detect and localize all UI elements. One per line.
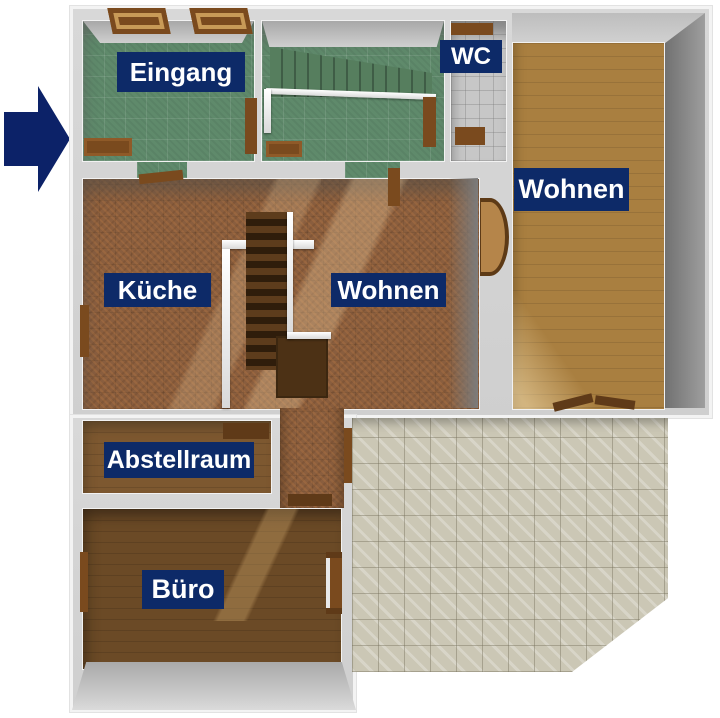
eingang-side-door-icon	[245, 98, 257, 154]
wc-shelf-icon	[451, 23, 493, 35]
doorway-to-stairhall	[345, 162, 400, 178]
stairwell-railing-vertical	[287, 212, 293, 338]
kueche-west-window-icon	[80, 305, 89, 357]
eingang-window-icon	[107, 8, 171, 34]
room-wohnen-right	[512, 42, 665, 412]
terrace-door-leaf-icon	[552, 393, 594, 412]
stairhall-shelf-icon	[423, 97, 436, 147]
stairhall-door-icon	[266, 141, 302, 157]
buero-south-wall	[72, 662, 356, 710]
door-leaf-icon	[388, 168, 400, 206]
room-label-kueche: Küche	[104, 273, 211, 307]
stairhall-north-wall	[262, 21, 444, 47]
terrace	[352, 418, 668, 672]
room-label-wc: WC	[440, 40, 502, 73]
wohnen-right-east-wall	[663, 13, 705, 408]
buero-door-icon	[326, 552, 342, 614]
mid-band-east-wall	[448, 178, 478, 408]
stairwell-landing	[276, 336, 328, 398]
room-label-abstellraum: Abstellraum	[104, 442, 254, 478]
abstellraum-cabinet-icon	[223, 423, 269, 439]
terrace-door-leaf-icon	[594, 395, 636, 410]
hall-to-buero	[280, 408, 344, 508]
eingang-window-icon	[189, 8, 253, 34]
entrance-arrow-shape	[4, 86, 70, 192]
room-label-buero: Büro	[142, 570, 224, 609]
room-stairhall	[261, 20, 445, 162]
room-label-wohnen-right: Wohnen	[514, 168, 629, 211]
eingang-entry-door-icon	[84, 138, 132, 156]
staircase-newel-post	[264, 89, 271, 133]
stairwell-wall-vertical	[222, 249, 230, 408]
sunlight-highlight	[513, 244, 664, 409]
buero-door-threshold-icon	[288, 494, 332, 506]
entrance-arrow-icon	[4, 86, 70, 192]
buero-west-window-icon	[80, 552, 88, 612]
wc-cabinet-icon	[455, 127, 485, 145]
room-label-eingang: Eingang	[117, 52, 245, 92]
stairwell-railing-horizontal	[287, 332, 331, 339]
room-label-wohnen-mid: Wohnen	[331, 273, 446, 307]
